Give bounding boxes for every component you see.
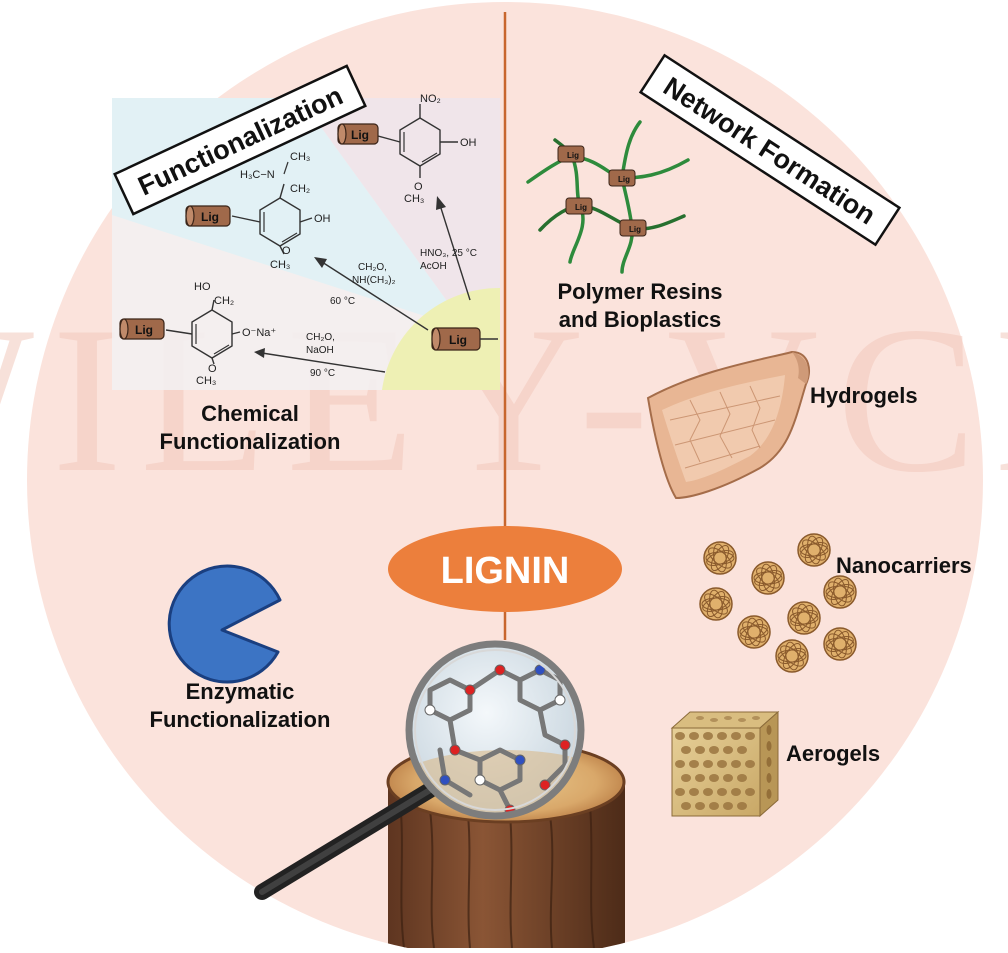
network-lig-nodes: Lig Lig Lig Lig bbox=[557, 145, 647, 237]
hydroxymethylation-product: HO CH₂ O⁻Na⁺ O CH₃ bbox=[165, 281, 276, 387]
mannich-group-h3cn: H₃C−N bbox=[240, 169, 275, 181]
mannich-reagent-1: CH₂O, bbox=[358, 262, 387, 273]
hydroxymethyl-group-ho: HO bbox=[194, 281, 211, 293]
lig-badge-icon: Lig bbox=[629, 225, 641, 234]
lignin-molecule-model bbox=[424, 664, 571, 816]
mannich-group-ch3-top: CH₃ bbox=[290, 151, 310, 163]
nitration-product: NO₂ OH O CH₃ bbox=[377, 93, 477, 205]
mannich-reagent-2: NH(CH₃)₂ bbox=[352, 275, 396, 286]
reaction-wedge-nitration bbox=[300, 98, 500, 330]
lig-badge-center: Lig bbox=[431, 327, 498, 351]
hydroxymethyl-group-ch2: CH₂ bbox=[214, 295, 234, 307]
lig-badge-icon: Lig bbox=[351, 128, 369, 142]
pacman-enzyme-icon bbox=[167, 564, 282, 684]
lig-badge-icon: Lig bbox=[567, 151, 579, 160]
mannich-product: CH₃ H₃C−N CH₂ OH O CH₃ bbox=[231, 151, 331, 271]
nitration-reagent-2: AcOH bbox=[420, 261, 447, 272]
reaction-arrows bbox=[254, 196, 471, 373]
lig-badge-mannich: Lig bbox=[185, 205, 231, 227]
nitration-group-no2: NO₂ bbox=[420, 93, 441, 105]
nitration-group-ch3: CH₃ bbox=[404, 193, 424, 205]
nanoparticle-icon bbox=[823, 575, 857, 609]
nanoparticle-icon bbox=[737, 615, 771, 649]
hydrogels-label: Hydrogels bbox=[810, 383, 918, 408]
nanoparticle-icon bbox=[787, 601, 821, 635]
lignin-title: LIGNIN bbox=[441, 550, 570, 592]
lig-badge-icon: Lig bbox=[618, 175, 630, 184]
nanoparticle-icon bbox=[797, 533, 831, 567]
mannich-group-o: O bbox=[282, 245, 291, 257]
nanoparticle-icon bbox=[823, 627, 857, 661]
mannich-group-ch2: CH₂ bbox=[290, 183, 310, 195]
nitration-reagent-1: HNO₃, 25 °C bbox=[420, 248, 477, 259]
lig-badge-icon: Lig bbox=[449, 333, 467, 347]
nanocarriers-label: Nanocarriers bbox=[836, 553, 972, 578]
nanocarrier-particles bbox=[699, 533, 857, 673]
hydroxymethyl-reagent-3: 90 °C bbox=[310, 368, 335, 379]
mannich-reagent-3: 60 °C bbox=[330, 296, 355, 307]
hydroxymethyl-group-o: O bbox=[208, 363, 217, 375]
aerogel-cube-icon bbox=[670, 710, 780, 818]
lig-badge-icon: Lig bbox=[575, 203, 587, 212]
nanoparticle-icon bbox=[751, 561, 785, 595]
hydroxymethyl-reagent-1: CH₂O, bbox=[306, 332, 335, 343]
lig-badge-icon: Lig bbox=[201, 210, 219, 224]
hydroxymethyl-reagent-2: NaOH bbox=[306, 345, 334, 356]
lignin-pill: LIGNIN bbox=[388, 526, 622, 612]
nitration-group-oh: OH bbox=[460, 137, 477, 149]
lig-badge-icon: Lig bbox=[135, 323, 153, 337]
lig-badge-nitration: Lig bbox=[337, 123, 379, 145]
hydroxymethyl-group-ona: O⁻Na⁺ bbox=[242, 327, 276, 339]
hydroxymethyl-group-ch3: CH₃ bbox=[196, 375, 216, 387]
hydrogel-sheet-icon bbox=[646, 350, 810, 500]
mannich-group-ch3: CH₃ bbox=[270, 259, 290, 271]
lig-badge-hydroxymethyl: Lig bbox=[119, 318, 165, 340]
aerogels-label: Aerogels bbox=[786, 741, 881, 766]
nanoparticle-icon bbox=[775, 639, 809, 673]
mannich-group-oh: OH bbox=[314, 213, 331, 225]
nanoparticle-icon bbox=[699, 587, 733, 621]
nitration-group-o: O bbox=[414, 181, 423, 193]
nanoparticle-icon bbox=[703, 541, 737, 575]
